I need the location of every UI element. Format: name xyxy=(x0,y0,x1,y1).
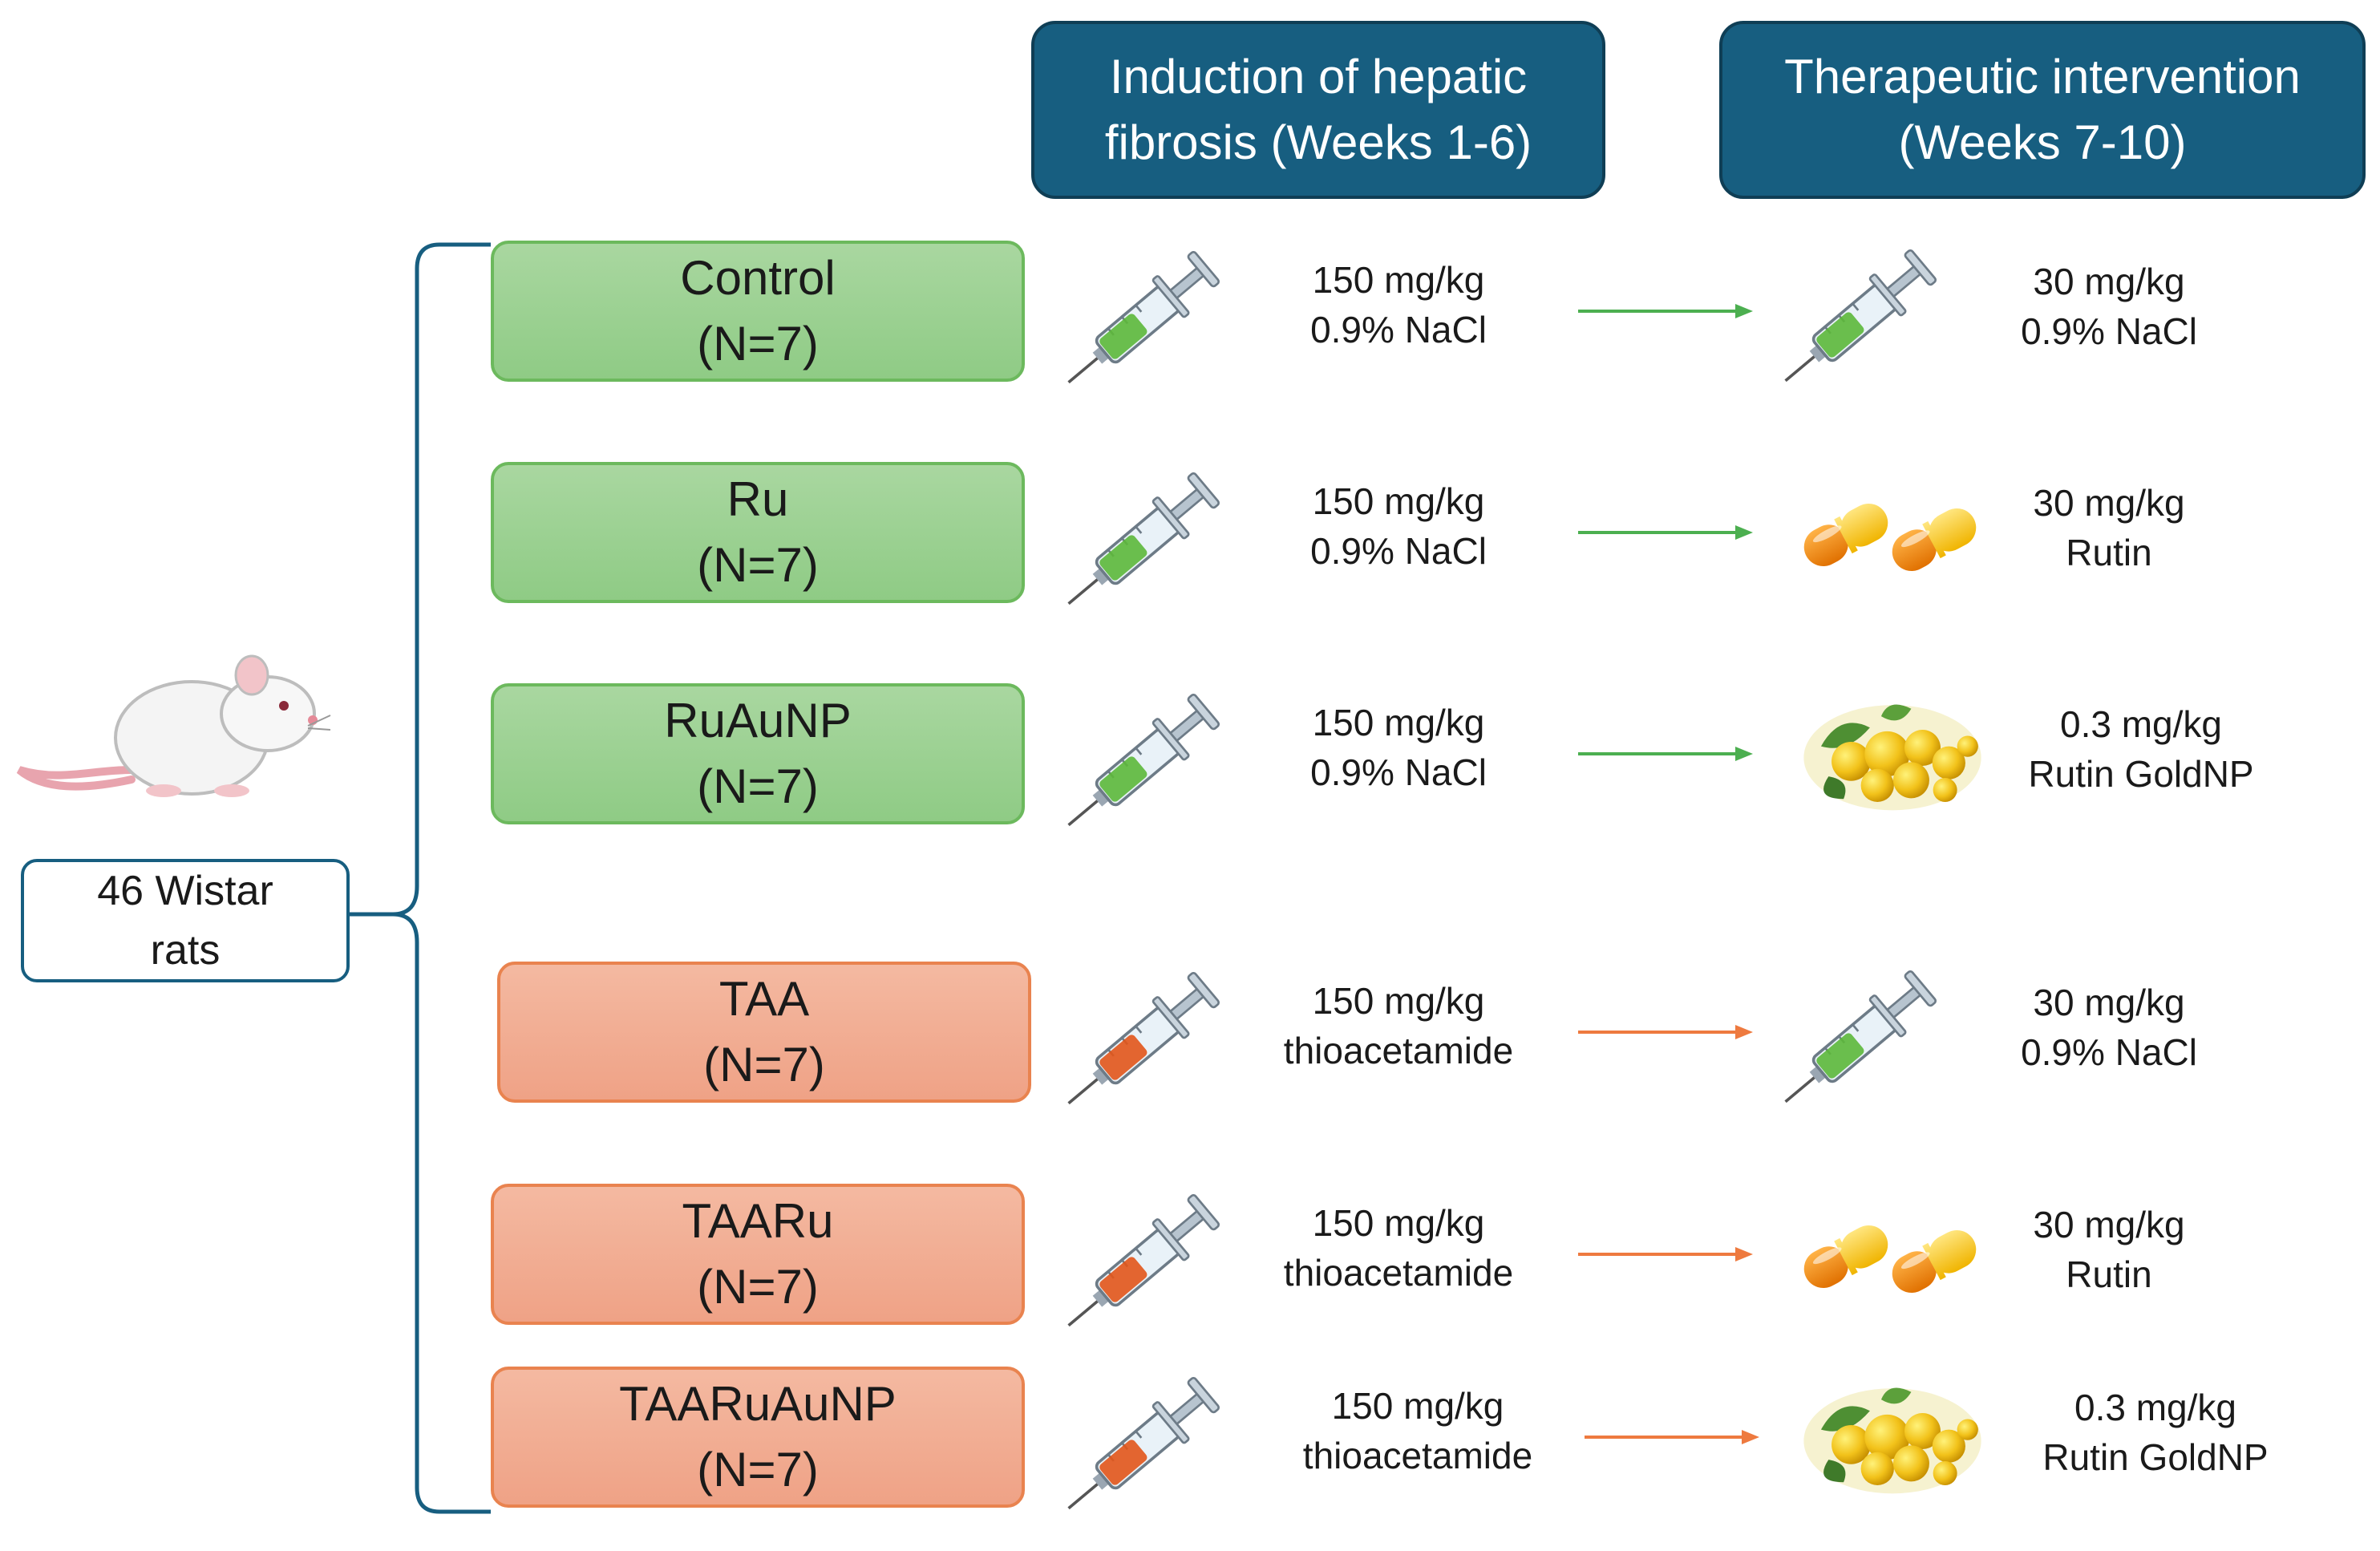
group-name: Ru xyxy=(727,472,789,526)
induction-dose: 150 mg/kg xyxy=(1312,980,1485,1022)
group-name: TAARuAuNP xyxy=(619,1377,897,1431)
syringe-green-icon xyxy=(1051,467,1224,625)
therapy-dose: 30 mg/kg xyxy=(2033,261,2185,302)
group-n: (N=7) xyxy=(697,538,819,592)
syringe-green-icon xyxy=(1051,245,1224,403)
group-n: (N=7) xyxy=(697,1260,819,1314)
flow-arrow xyxy=(1585,1430,1759,1444)
source-line2: rats xyxy=(150,927,221,974)
therapy-header-line1: Therapeutic intervention xyxy=(1784,50,2301,103)
group-box-ru: Ru (N=7) xyxy=(491,462,1025,603)
flow-arrow xyxy=(1578,1025,1753,1039)
syringe-orange-icon xyxy=(1051,1189,1224,1346)
group-name: Control xyxy=(680,251,836,305)
induction-agent: 0.9% NaCl xyxy=(1310,751,1487,793)
induction-dose: 150 mg/kg xyxy=(1312,1202,1485,1244)
therapy-dose-text: 30 mg/kg 0.9% NaCl xyxy=(1941,978,2277,1077)
induction-header-line1: Induction of hepatic xyxy=(1109,50,1528,103)
capsules-icon xyxy=(1803,1225,1977,1294)
induction-dose: 150 mg/kg xyxy=(1331,1385,1504,1427)
group-name: RuAuNP xyxy=(664,694,852,747)
induction-header-line2: fibrosis (Weeks 1-6) xyxy=(1104,115,1532,169)
induction-dose: 150 mg/kg xyxy=(1312,259,1485,301)
syringe-green-icon xyxy=(1051,688,1224,846)
flow-arrow xyxy=(1578,304,1753,318)
therapy-dose: 30 mg/kg xyxy=(2033,1204,2185,1245)
group-n: (N=7) xyxy=(697,317,819,371)
therapy-dose-text: 30 mg/kg 0.9% NaCl xyxy=(1941,257,2277,356)
therapy-header-line2: (Weeks 7-10) xyxy=(1898,115,2187,169)
source-line1: 46 Wistar xyxy=(97,868,273,914)
gold-nanoparticles-icon xyxy=(1803,704,1981,811)
group-name: TAARu xyxy=(682,1194,834,1248)
group-box-taaru: TAARu (N=7) xyxy=(491,1184,1025,1325)
capsules-icon xyxy=(1803,503,1977,572)
therapy-dose: 30 mg/kg xyxy=(2033,482,2185,524)
therapy-agent: 0.9% NaCl xyxy=(2021,1031,2197,1073)
therapy-agent: Rutin xyxy=(2066,532,2152,573)
group-box-taaruaunp: TAARuAuNP (N=7) xyxy=(491,1367,1025,1508)
induction-dose-text: 150 mg/kg 0.9% NaCl xyxy=(1230,255,1567,354)
induction-dose: 150 mg/kg xyxy=(1312,702,1485,743)
induction-agent: thioacetamide xyxy=(1283,1030,1514,1071)
group-n: (N=7) xyxy=(703,1038,825,1091)
rat-icon xyxy=(16,654,331,797)
induction-dose: 150 mg/kg xyxy=(1312,480,1485,522)
gold-nanoparticles-icon xyxy=(1803,1387,1981,1494)
induction-dose-text: 150 mg/kg thioacetamide xyxy=(1230,1198,1567,1298)
flow-arrow xyxy=(1578,747,1753,761)
therapy-dose: 0.3 mg/kg xyxy=(2074,1387,2236,1428)
syringe-green-icon xyxy=(1768,244,1941,402)
group-n: (N=7) xyxy=(697,1443,819,1496)
group-name: TAA xyxy=(718,972,810,1026)
therapy-agent: Rutin GoldNP xyxy=(2042,1436,2269,1478)
induction-header: Induction of hepatic fibrosis (Weeks 1-6… xyxy=(1031,21,1605,199)
group-n: (N=7) xyxy=(697,759,819,813)
induction-dose-text: 150 mg/kg thioacetamide xyxy=(1249,1381,1586,1480)
induction-dose-text: 150 mg/kg 0.9% NaCl xyxy=(1230,698,1567,797)
flow-arrow xyxy=(1578,525,1753,540)
syringe-green-icon xyxy=(1768,965,1941,1123)
therapy-agent: Rutin GoldNP xyxy=(2028,753,2254,795)
group-box-control: Control (N=7) xyxy=(491,241,1025,382)
therapy-dose: 30 mg/kg xyxy=(2033,982,2185,1023)
flow-arrow xyxy=(1578,1247,1753,1261)
induction-agent: 0.9% NaCl xyxy=(1310,309,1487,350)
therapy-agent: 0.9% NaCl xyxy=(2021,310,2197,352)
syringe-orange-icon xyxy=(1051,966,1224,1124)
syringe-orange-icon xyxy=(1051,1371,1224,1529)
induction-dose-text: 150 mg/kg 0.9% NaCl xyxy=(1230,476,1567,576)
induction-agent: thioacetamide xyxy=(1302,1435,1533,1476)
therapy-dose: 0.3 mg/kg xyxy=(2060,703,2222,745)
induction-agent: 0.9% NaCl xyxy=(1310,530,1487,572)
therapy-agent: Rutin xyxy=(2066,1253,2152,1295)
induction-dose-text: 150 mg/kg thioacetamide xyxy=(1230,976,1567,1075)
source-box: 46 Wistar rats xyxy=(21,859,350,982)
induction-agent: thioacetamide xyxy=(1283,1252,1514,1294)
group-box-taa: TAA (N=7) xyxy=(497,962,1031,1103)
therapy-header: Therapeutic intervention (Weeks 7-10) xyxy=(1719,21,2366,199)
group-box-ruaunp: RuAuNP (N=7) xyxy=(491,683,1025,824)
